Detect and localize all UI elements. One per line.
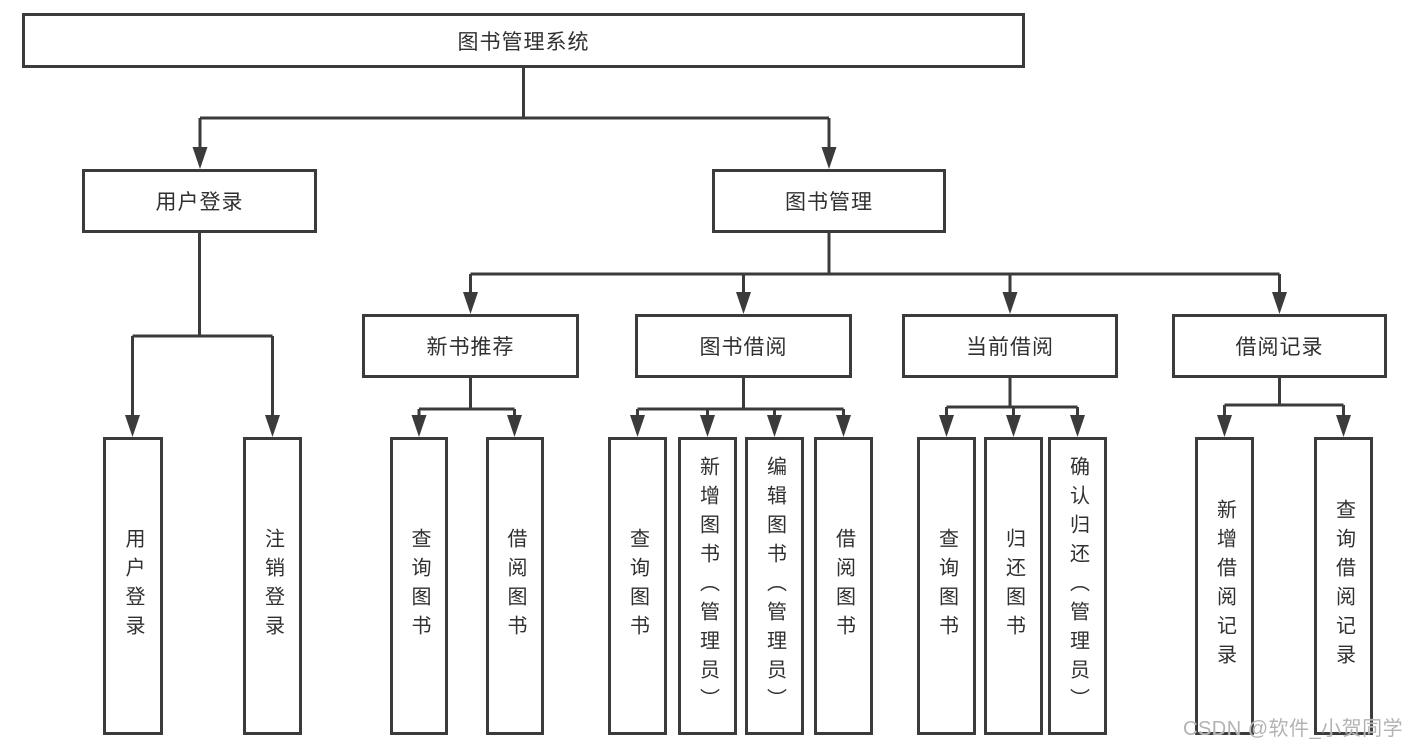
leaf-cb-confirm-return: 确认归还（管理员）: [1048, 437, 1107, 735]
leaf-bb-edit-books: 编辑图书（管理员）: [745, 437, 804, 735]
leaf-cb-return-books: 归还图书: [984, 437, 1043, 735]
node-current-borrow: 当前借阅: [902, 314, 1118, 378]
leaf-br-query-record: 查询借阅记录: [1314, 437, 1373, 735]
leaf-br-add-record: 新增借阅记录: [1195, 437, 1254, 735]
node-book-mgmt: 图书管理: [712, 169, 946, 233]
node-borrow-records: 借阅记录: [1172, 314, 1387, 378]
node-new-books: 新书推荐: [362, 314, 579, 378]
node-root: 图书管理系统: [22, 13, 1025, 68]
leaf-login: 用户登录: [103, 437, 163, 735]
node-book-borrow: 图书借阅: [635, 314, 852, 378]
leaf-cb-query-books: 查询图书: [917, 437, 976, 735]
leaf-bb-query-books: 查询图书: [608, 437, 667, 735]
leaf-bb-borrow-books: 借阅图书: [814, 437, 873, 735]
leaf-nb-borrow-books: 借阅图书: [486, 437, 544, 735]
node-user-login: 用户登录: [82, 169, 317, 233]
arrowhead-icons: [125, 147, 1351, 437]
leaf-nb-query-books: 查询图书: [390, 437, 448, 735]
leaf-bb-add-books: 新增图书（管理员）: [678, 437, 737, 735]
leaf-logout: 注销登录: [243, 437, 302, 735]
watermark: CSDN @软件_小贺同学: [1183, 718, 1404, 740]
